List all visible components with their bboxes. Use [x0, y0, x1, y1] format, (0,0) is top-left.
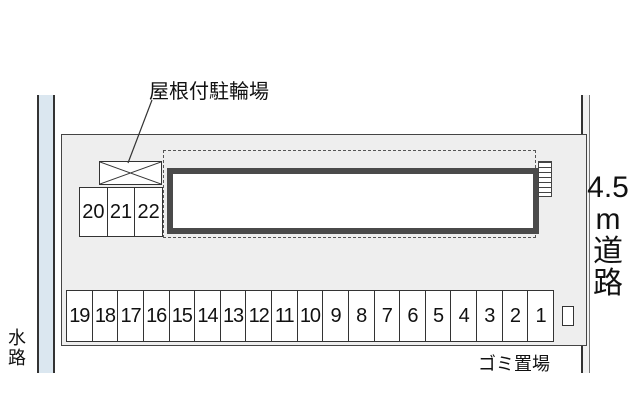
parking-space: 15: [170, 291, 196, 341]
canal-label: 水路: [2, 329, 32, 369]
parking-space: 20: [80, 188, 108, 236]
garbage-area-box: [562, 306, 574, 326]
building: [167, 168, 539, 234]
parking-space: 21: [108, 188, 136, 236]
parking-space: 1: [535, 304, 547, 327]
canal-label-char: 路: [8, 348, 26, 369]
parking-space: 16: [144, 291, 170, 341]
parking-space: 17: [118, 291, 144, 341]
parking-space: 6: [400, 291, 426, 341]
parking-space: 2: [503, 291, 529, 341]
parking-space: 9: [323, 291, 349, 341]
road-label-char: 4.5: [587, 171, 629, 204]
cross-icon: [100, 162, 161, 184]
parking-space: 22: [137, 200, 160, 223]
parking-space: 14: [195, 291, 221, 341]
parking-space: 19: [67, 291, 93, 341]
parking-space: 8: [349, 291, 375, 341]
bike-parking-label: 屋根付駐輪場: [149, 79, 269, 103]
parking-space: 4: [451, 291, 477, 341]
garbage-label: ゴミ置場: [478, 354, 550, 375]
parking-space: 11: [272, 291, 298, 341]
road-label-char: 道: [593, 235, 623, 268]
parking-space: 12: [246, 291, 272, 341]
parking-space: 10: [298, 291, 324, 341]
road-label-char: m: [595, 203, 621, 236]
bike-parking-box: [99, 161, 162, 185]
stair-icon: [538, 161, 552, 197]
canal-label-char: 水: [8, 328, 26, 349]
parking-space: 13: [221, 291, 247, 341]
parking-space: 18: [93, 291, 119, 341]
road-label-char: 路: [593, 267, 623, 300]
canal-strip: [37, 95, 55, 373]
parking-space: 5: [426, 291, 452, 341]
parking-space: 7: [375, 291, 401, 341]
parking-space: 3: [477, 291, 503, 341]
